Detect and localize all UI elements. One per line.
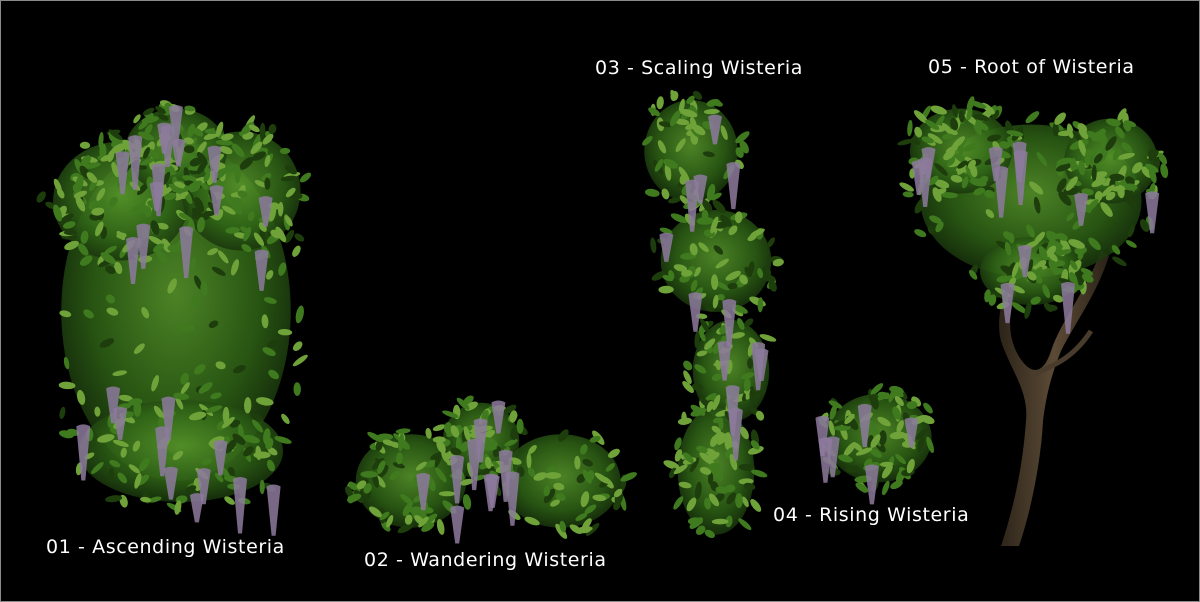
wisteria-bloom (485, 474, 500, 508)
wisteria-bloom (258, 196, 273, 227)
plant-label-02: 02 - Wandering Wisteria (364, 549, 607, 571)
wisteria-bloom (189, 493, 204, 523)
wisteria-bloom (128, 135, 143, 191)
plant-05-foliage (897, 96, 1169, 334)
wisteria-bloom (988, 146, 1003, 182)
plant-01-foliage (36, 100, 312, 536)
wisteria-bloom (416, 472, 431, 511)
wisteria-bloom (163, 466, 178, 500)
wisteria-bloom (155, 426, 170, 477)
wisteria-bloom (233, 477, 248, 534)
wisteria-bloom (685, 179, 700, 232)
wisteria-bloom (1061, 281, 1076, 334)
wisteria-bloom (1000, 282, 1015, 324)
wisteria-bloom (136, 223, 151, 269)
wisteria-bloom (717, 341, 732, 381)
wisteria-bloom (725, 385, 740, 436)
wisteria-bloom (115, 151, 130, 195)
wisteria-bloom (1012, 141, 1027, 183)
plant-label-05: 05 - Root of Wisteria (928, 56, 1135, 78)
wisteria-bloom (911, 160, 926, 195)
wisteria-bloom (266, 484, 281, 536)
wisteria-bloom (76, 424, 91, 481)
wisteria-bloom (707, 114, 722, 145)
wisteria-bloom (213, 440, 228, 476)
wisteria-bloom (126, 237, 141, 285)
wisteria-bloom (726, 162, 741, 210)
wisteria-bloom (106, 386, 121, 424)
wisteria-bloom (688, 292, 703, 332)
wisteria-bloom (1017, 245, 1032, 278)
wisteria-bloom (864, 464, 879, 505)
plant-05-trunk (998, 251, 1109, 546)
wisteria-bloom (659, 232, 674, 262)
wisteria-bloom (161, 396, 176, 441)
wisteria-bloom (815, 415, 830, 457)
wisteria-bloom (254, 249, 269, 291)
plant-label-03: 03 - Scaling Wisteria (595, 57, 803, 79)
plant-03-foliage (642, 89, 784, 539)
wisteria-bloom (904, 417, 919, 448)
wisteria-bloom (450, 505, 465, 544)
wisteria-bloom (473, 418, 488, 463)
wisteria-bloom (1145, 191, 1160, 234)
wisteria-bloom (921, 147, 936, 179)
wisteria-bloom (498, 449, 513, 502)
wisteria-bloom (207, 145, 222, 183)
wisteria-bloom (179, 226, 194, 279)
wisteria-bloom (196, 468, 211, 505)
wisteria-bloom (168, 105, 183, 147)
wisteria-bloom (113, 406, 128, 440)
wisteria-bloom (157, 122, 172, 154)
wisteria-bloom (450, 455, 465, 504)
wisteria-bloom (491, 400, 506, 434)
wisteria-bloom (751, 342, 766, 391)
wisteria-bloom (1074, 193, 1089, 226)
plant-02-foliage (344, 395, 638, 544)
wisteria-bloom (722, 299, 737, 348)
wisteria-bloom (209, 185, 224, 216)
plant-04-foliage (815, 383, 935, 505)
plant-label-04: 04 - Rising Wisteria (773, 504, 970, 526)
wisteria-bloom (151, 163, 166, 217)
plant-label-01: 01 - Ascending Wisteria (46, 536, 285, 558)
wisteria-bloom (857, 403, 872, 448)
